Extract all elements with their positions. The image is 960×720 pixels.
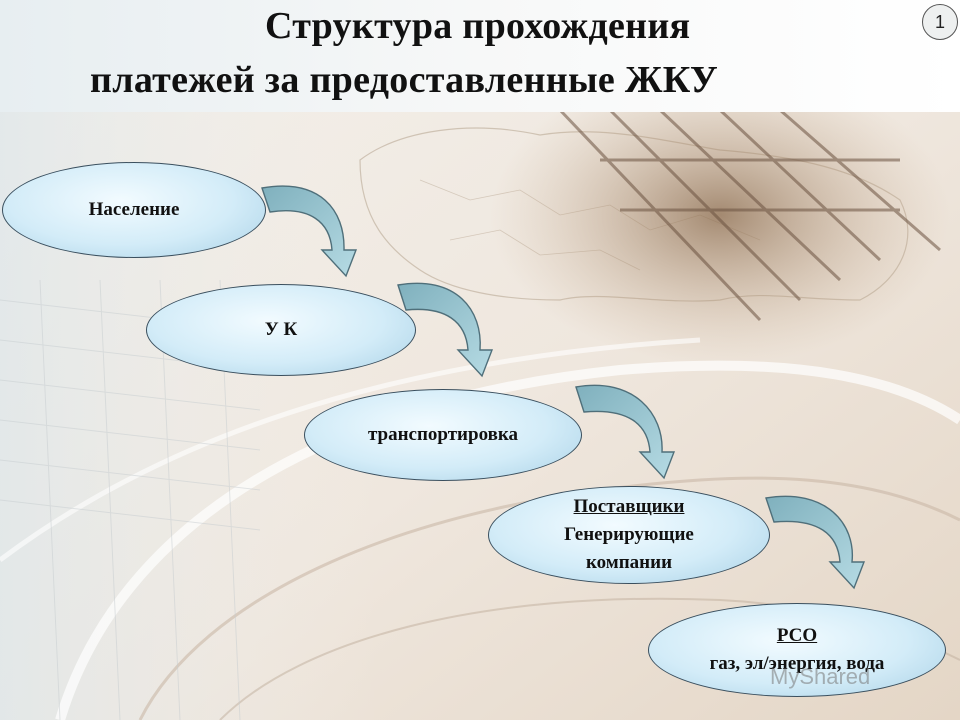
node-management-company-label: У К xyxy=(264,319,298,340)
title-line-2: платежей за предоставленные ЖКУ xyxy=(90,59,719,101)
arrow-1 xyxy=(261,185,358,278)
node-suppliers-line3: компании xyxy=(585,552,673,573)
node-rso-line2: газ, эл/энергия, вода xyxy=(709,653,885,674)
watermark: MyShared xyxy=(770,664,871,689)
node-management-company: У К xyxy=(146,284,416,376)
node-rso: РСО газ, эл/энергия, вода xyxy=(648,603,946,697)
node-transportation: транспортировка xyxy=(304,389,582,481)
node-rso-heading: РСО xyxy=(776,625,818,646)
node-suppliers: Поставщики Генерирующие компании xyxy=(488,486,770,584)
slide-number-badge: 1 xyxy=(922,4,958,40)
title-block: Структура прохождения платежей за предос… xyxy=(0,0,960,112)
node-population-label: Население xyxy=(88,199,180,220)
node-population: Население xyxy=(2,162,266,258)
node-suppliers-line2: Генерирующие xyxy=(564,524,694,545)
title-line-1: Структура прохождения xyxy=(265,5,691,47)
arrow-2 xyxy=(397,282,494,378)
node-suppliers-heading: Поставщики xyxy=(573,496,685,517)
arrow-4 xyxy=(765,495,866,590)
arrow-3 xyxy=(575,384,676,480)
node-transportation-label: транспортировка xyxy=(367,424,519,445)
